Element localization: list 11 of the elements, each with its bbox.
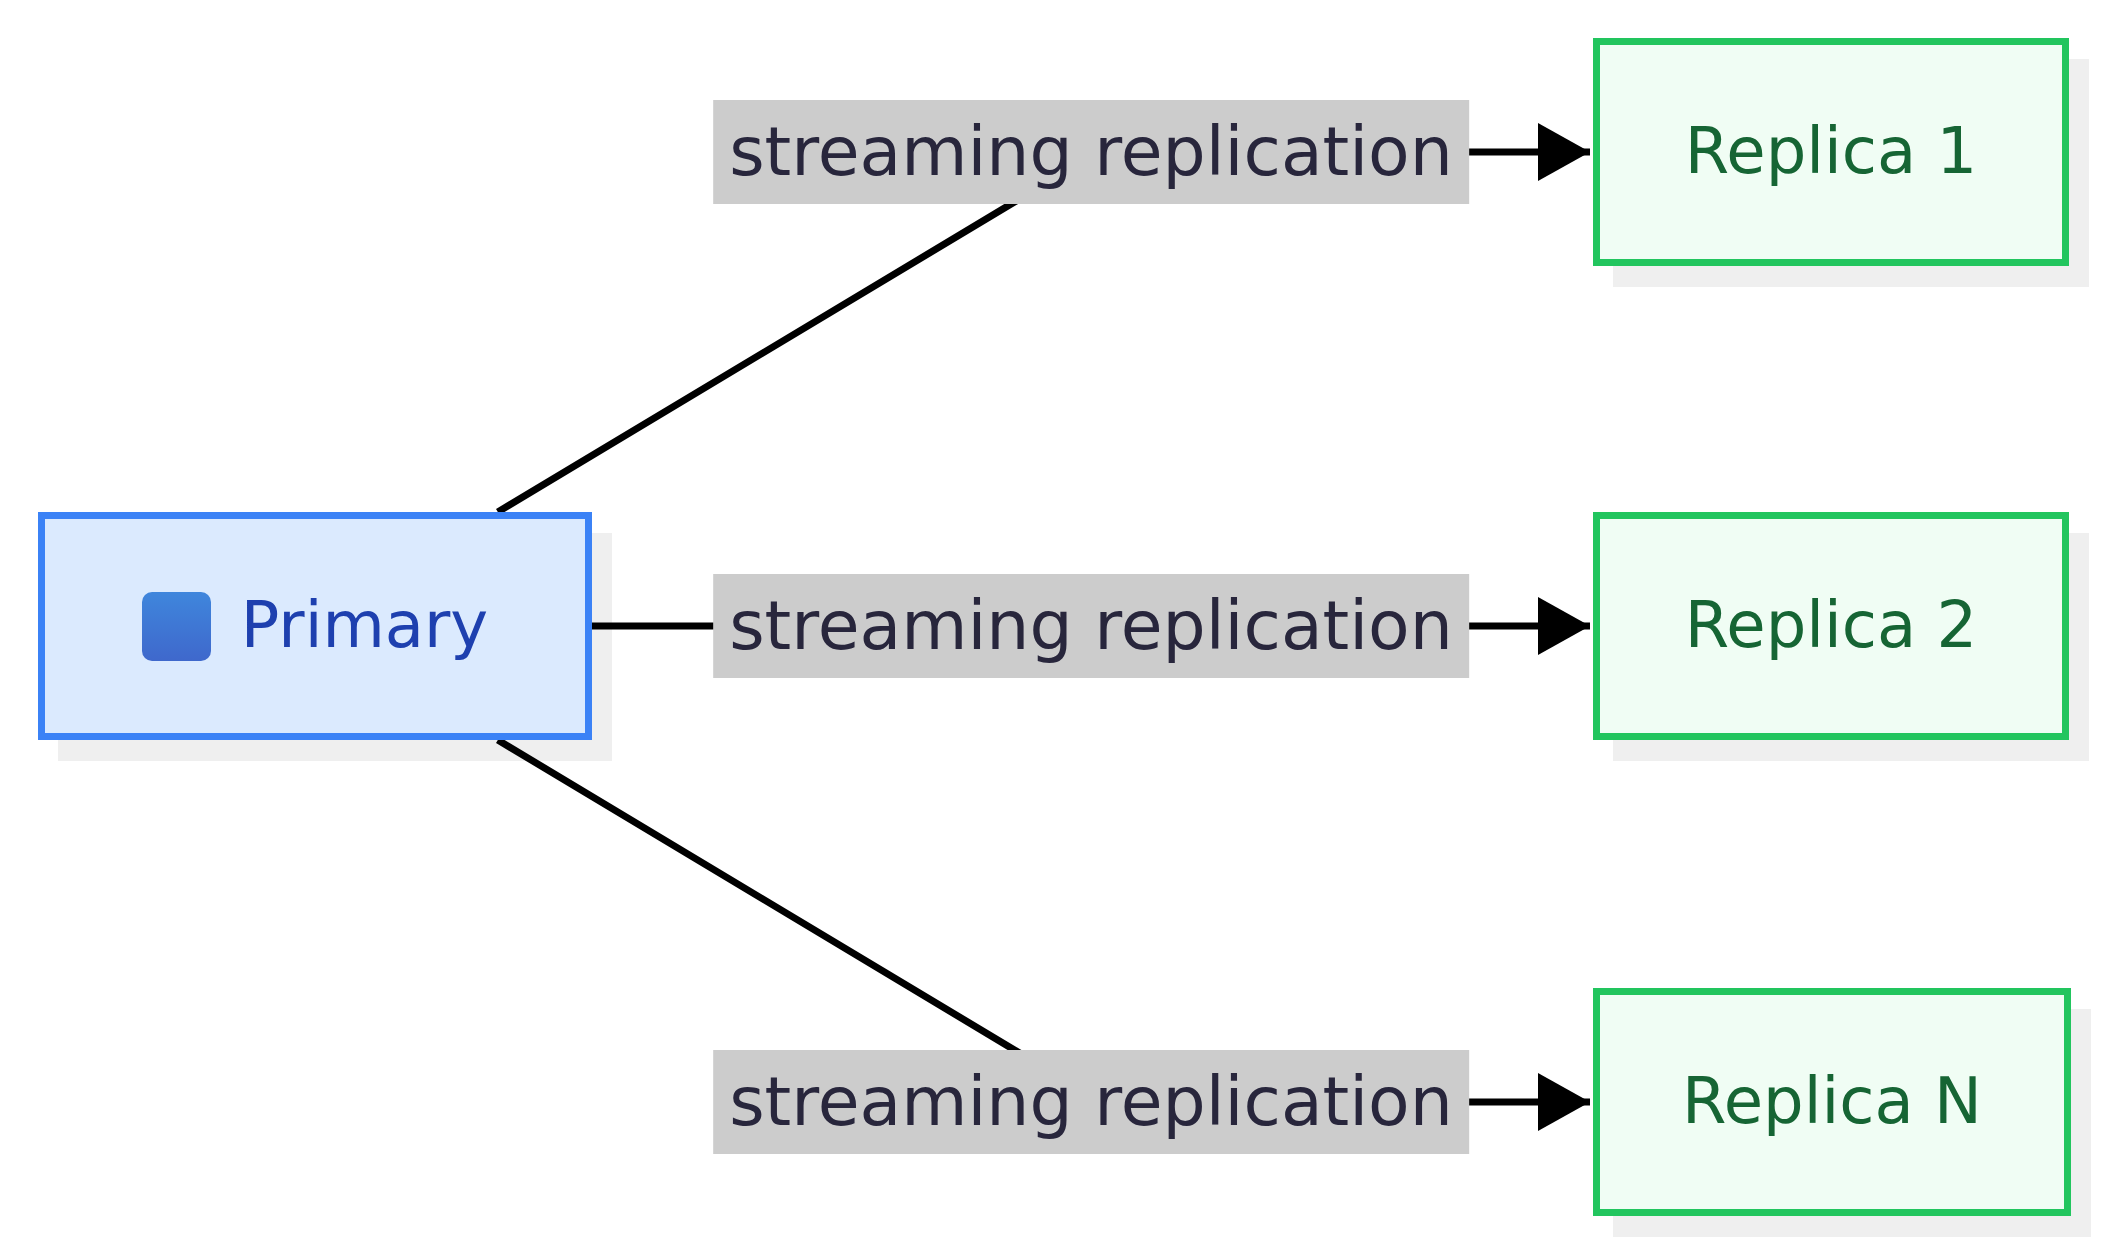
process-box <box>1593 512 2069 740</box>
node-label: Replica 2 <box>1684 589 1978 663</box>
process-box <box>1593 988 2071 1216</box>
node-label: Replica N <box>1682 1065 1982 1139</box>
node-label: Primary <box>240 589 489 663</box>
edge-label: streaming replication <box>713 574 1469 678</box>
edge-label: streaming replication <box>713 100 1469 204</box>
node-label: Replica 1 <box>1684 115 1978 189</box>
process-box <box>38 512 592 740</box>
process-box <box>1593 38 2069 266</box>
edge-label: streaming replication <box>713 1050 1469 1154</box>
